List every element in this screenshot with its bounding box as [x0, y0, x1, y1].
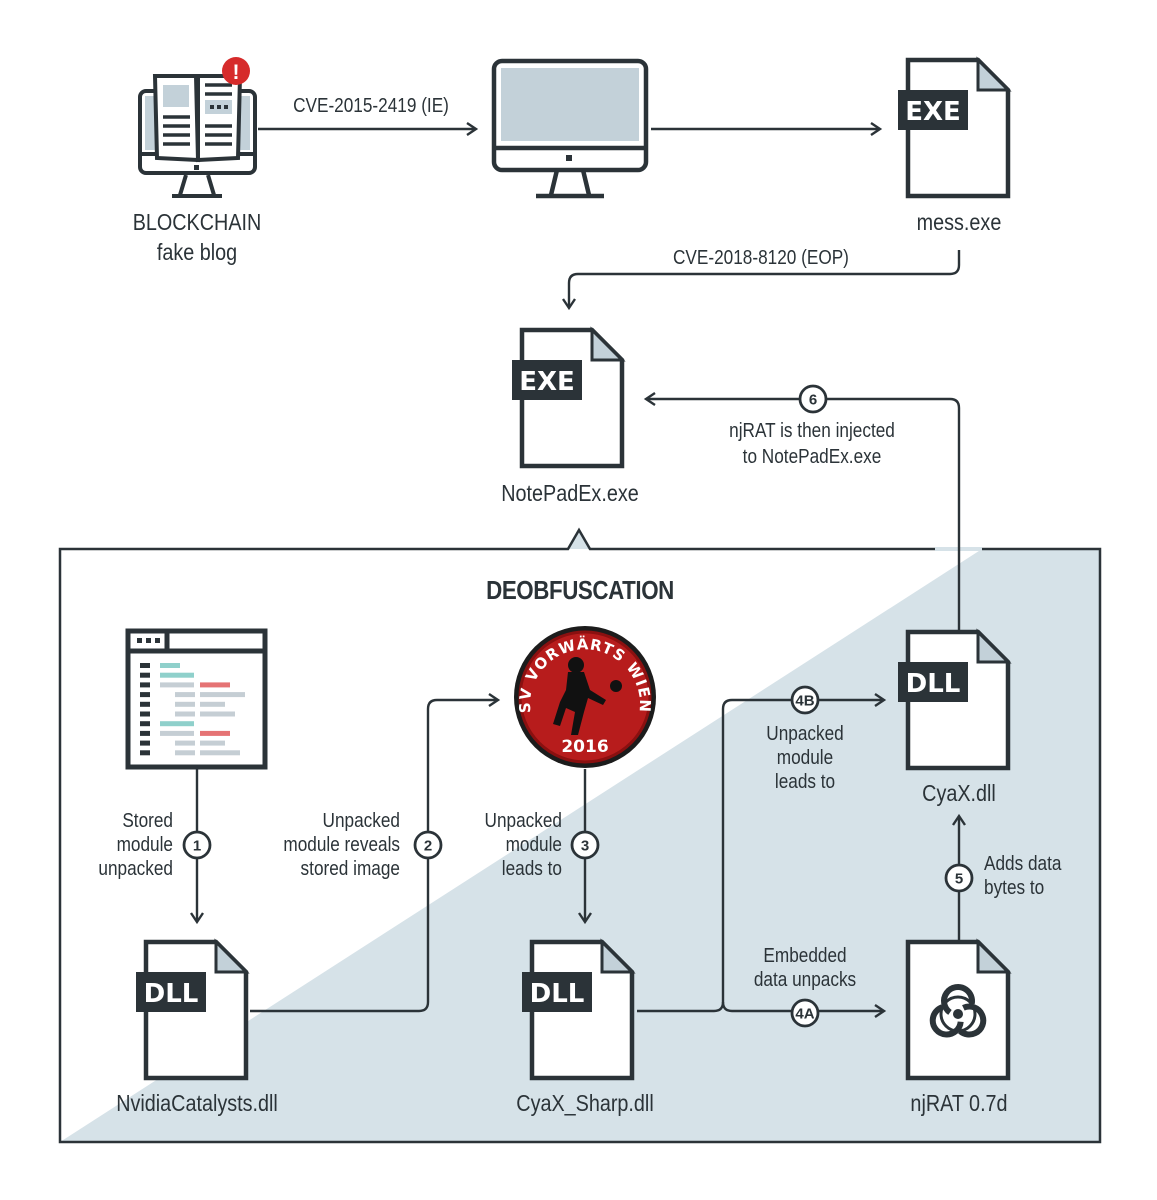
desktop-computer-icon	[491, 58, 649, 199]
njrat-label: njRAT 0.7d	[910, 1090, 1008, 1116]
step4b-label-line2: module	[776, 747, 834, 769]
biohazard-icon	[929, 984, 987, 1038]
blog-label-line1: BLOCKCHAIN	[132, 209, 262, 235]
cyax-sharp-dll-label: CyaX_Sharp.dll	[516, 1090, 654, 1116]
step2-label-line2: module reveals	[283, 834, 400, 856]
player-silhouette-icon	[553, 657, 622, 735]
step-4a-badge: 4A	[790, 998, 820, 1028]
step4a-label-line1: Embedded	[763, 945, 847, 967]
step3-label-line1: Unpacked	[484, 810, 562, 832]
svg-text:5: 5	[955, 871, 963, 888]
step3-label-line3: leads to	[501, 858, 562, 880]
computer-with-book-alert-icon: !	[138, 57, 257, 198]
alert-icon: !	[233, 61, 240, 84]
cyax-dll-file-icon: DLL	[898, 628, 1012, 771]
file-type-tag	[136, 972, 206, 1012]
step-2-badge: 2	[413, 830, 443, 860]
file-type-tag-text: DLL	[530, 979, 585, 1009]
code-window-icon	[125, 628, 268, 770]
step-3-badge: 3	[570, 830, 600, 860]
blog-label-line2: fake blog	[156, 239, 238, 265]
cyax-dll-label: CyaX.dll	[922, 780, 996, 806]
svg-text:2: 2	[424, 838, 432, 855]
step6-label-line1: njRAT is then injected	[729, 420, 895, 442]
svg-text:4B: 4B	[795, 693, 814, 710]
step-6-badge: 6	[798, 384, 828, 414]
svg-text:3: 3	[581, 838, 589, 855]
file-type-tag-text: DLL	[906, 669, 961, 699]
file-type-tag-text: EXE	[519, 367, 575, 397]
file-type-tag	[522, 972, 592, 1012]
edge-cyaxsharp-to-njrat	[721, 1001, 887, 1018]
cyax-sharp-dll-file-icon: DLL	[522, 938, 636, 1081]
step3-label-line2: module	[505, 834, 562, 856]
step5-label-line1: Adds data	[984, 853, 1062, 875]
mess-exe-file-icon: EXE	[898, 56, 1012, 199]
step-1-badge: 1	[182, 830, 212, 860]
file-type-tag-text: EXE	[905, 97, 961, 127]
logo-year: 2016	[561, 737, 608, 757]
step2-label-line3: stored image	[300, 858, 400, 880]
nvidiacatalysts-dll-file-icon: DLL	[136, 938, 250, 1081]
step-4b-badge: 4B	[790, 685, 820, 715]
step6-label-line2: to NotePadEx.exe	[742, 446, 882, 468]
panel-title: DEOBFUSCATION	[486, 575, 674, 605]
edge-cyax-to-notepad	[643, 392, 961, 630]
sv-vorwaerts-wien-logo: SV VORWÄRTS WIEN 2016	[514, 626, 656, 768]
step2-label-line1: Unpacked	[322, 810, 400, 832]
notepadex-label: NotePadEx.exe	[501, 480, 639, 506]
step4b-label-line3: leads to	[774, 771, 836, 793]
file-type-tag	[512, 360, 582, 400]
step4b-label-line1: Unpacked	[766, 723, 844, 745]
edge-label-cve-2015-2419: CVE-2015-2419 (IE)	[293, 95, 449, 117]
step1-label-line2: module	[116, 834, 173, 856]
file-type-tag-text: DLL	[144, 979, 199, 1009]
nvidiacatalysts-dll-label: NvidiaCatalysts.dll	[116, 1090, 278, 1116]
step5-label-line2: bytes to	[984, 877, 1045, 899]
svg-text:6: 6	[809, 392, 817, 409]
njrat-biohazard-file-icon	[905, 938, 1012, 1081]
svg-text:4A: 4A	[795, 1006, 814, 1023]
edge-cyaxsharp-to-cyax	[637, 693, 887, 1013]
step1-label-line3: unpacked	[98, 858, 173, 880]
edge-label-cve-2018-8120: CVE-2018-8120 (EOP)	[673, 247, 849, 269]
step-5-badge: 5	[944, 863, 974, 893]
file-type-tag	[898, 662, 968, 702]
notepadex-exe-file-icon: EXE	[512, 326, 626, 469]
edge-mess-to-notepad	[562, 250, 961, 311]
file-type-tag	[898, 90, 968, 130]
svg-text:1: 1	[193, 838, 201, 855]
step1-label-line1: Stored	[122, 810, 173, 832]
step4a-label-line2: data unpacks	[753, 969, 857, 991]
mess-exe-label: mess.exe	[916, 209, 1002, 235]
connectors	[190, 122, 966, 1018]
